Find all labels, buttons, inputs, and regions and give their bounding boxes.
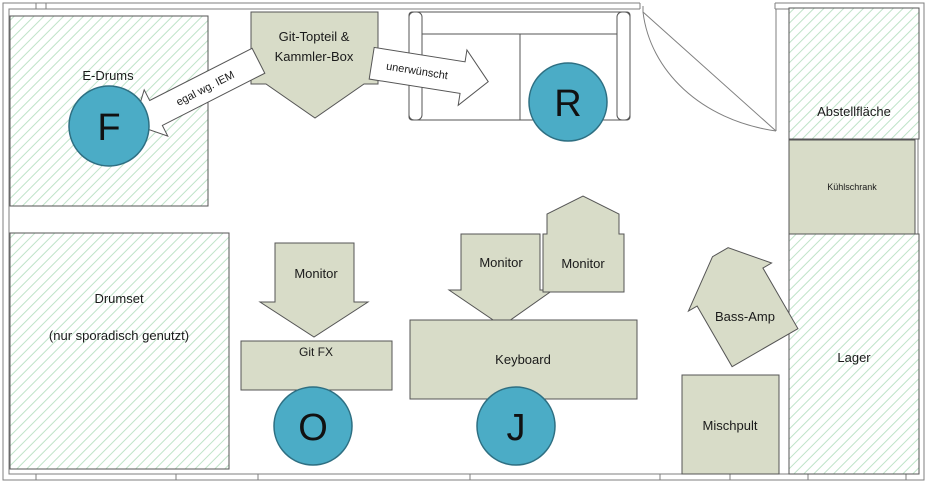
git-topteil-arrow <box>250 11 379 119</box>
git-fx-box <box>240 340 393 391</box>
bass-amp-label: Bass-Amp <box>715 309 775 324</box>
kuehlschrank-label: Kühlschrank <box>827 182 877 192</box>
person-o-label: O <box>298 407 328 449</box>
person-f-label: F <box>97 107 120 149</box>
drumset-label: Drumset <box>94 291 144 306</box>
person-j: J <box>476 386 556 466</box>
monitor-git-label: Monitor <box>294 266 338 281</box>
drumset-zone <box>9 232 230 470</box>
person-j-label: J <box>507 407 526 449</box>
arrow-unerwuenscht: unerwünscht <box>368 46 489 107</box>
monitor-keys-arrow-2 <box>542 195 625 293</box>
door-swing <box>642 6 777 132</box>
bass-amp-arrow: Bass-Amp <box>687 247 799 368</box>
lager-label: Lager <box>837 350 871 365</box>
git-topteil-line1: Git-Topteil & <box>279 29 350 44</box>
lager-zone <box>788 233 920 475</box>
abstellflaeche-label: Abstellfläche <box>817 104 891 119</box>
monitor-git-arrow <box>258 242 370 338</box>
person-o: O <box>273 386 353 466</box>
drumset-note: (nur sporadisch genutzt) <box>49 328 189 343</box>
mischpult-box <box>681 374 780 475</box>
git-topteil-line2: Kammler-Box <box>275 49 354 64</box>
person-f: F <box>68 85 150 167</box>
monitor-keys-arrow-1 <box>447 233 555 327</box>
keyboard-box <box>409 319 638 400</box>
kuehlschrank-box <box>788 139 916 235</box>
git-fx-label: Git FX <box>299 345 333 359</box>
monitor-keys-label-1: Monitor <box>479 255 523 270</box>
monitor-keys-label-2: Monitor <box>561 256 605 271</box>
person-r: R <box>528 62 608 142</box>
mischpult-label: Mischpult <box>703 418 758 433</box>
keyboard-label: Keyboard <box>495 352 551 367</box>
abstellflaeche-zone <box>788 7 920 140</box>
person-r-label: R <box>554 83 581 125</box>
edrums-label: E-Drums <box>82 68 134 83</box>
